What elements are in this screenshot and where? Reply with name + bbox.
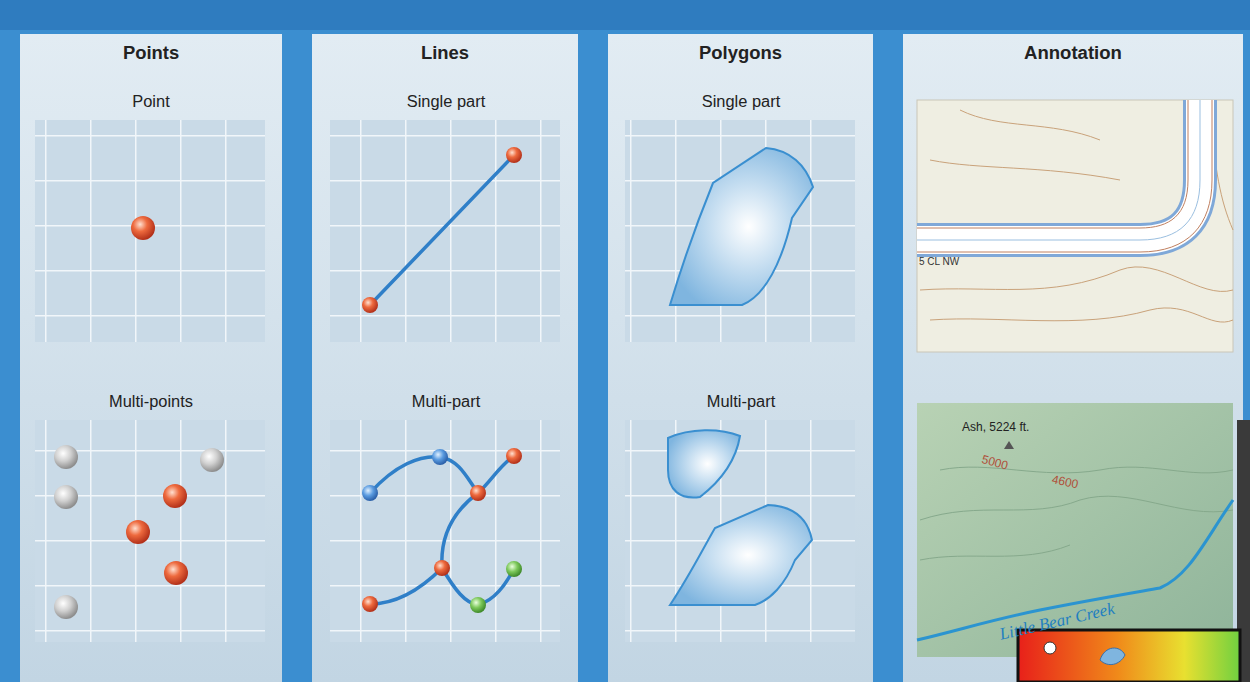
grids-rect (625, 120, 855, 342)
line-vertices-circle (470, 485, 486, 501)
point-symbols-circle (54, 485, 78, 509)
sub-heading: Single part (625, 92, 857, 111)
point-symbols-circle (54, 445, 78, 469)
sub-heading: Multi-points (35, 392, 267, 411)
point-symbols-circle (163, 484, 187, 508)
panel-heading: Lines (312, 42, 578, 64)
line-symbols-path (370, 493, 478, 604)
contour-label: 4600 (1051, 472, 1080, 491)
point-symbols-circle (164, 561, 188, 585)
panel-heading: Annotation (903, 42, 1243, 64)
sub-heading: Point (35, 92, 267, 111)
topo-map-g-path (920, 267, 1233, 292)
sub-heading: Multi-part (625, 392, 857, 411)
line-vertices-circle (470, 597, 486, 613)
point-symbols (54, 216, 224, 619)
sub-panel: Single part (330, 92, 562, 344)
topo-map-path (917, 100, 1200, 240)
sub-panel: Multi-part (625, 392, 857, 644)
grids-rect (35, 120, 265, 342)
point-symbols-circle (200, 448, 224, 472)
topo-map (917, 100, 1233, 352)
contour-label: 5000 (980, 452, 1009, 472)
polygon-symbols-path (668, 430, 740, 497)
sub-panel: Multi-points (35, 392, 267, 644)
panel: PolygonsSingle partMulti-part (608, 34, 873, 682)
line-symbols-path (370, 155, 514, 305)
point-symbols-circle (126, 520, 150, 544)
grids-rect (35, 420, 265, 642)
terrain-map (917, 403, 1233, 657)
line-vertices-circle (362, 596, 378, 612)
panel-heading: Polygons (608, 42, 873, 64)
point-symbols-circle (54, 595, 78, 619)
line-symbols (370, 155, 514, 605)
panel: Annotation (903, 34, 1243, 682)
topo-map-g-path (960, 110, 1100, 140)
line-vertices-circle (362, 297, 378, 313)
line-vertices-circle (506, 448, 522, 464)
polygon-symbols-path (670, 505, 812, 605)
inset-map (1018, 420, 1250, 682)
line-vertices-circle (506, 147, 522, 163)
sub-panel: Point (35, 92, 267, 344)
terrain-map-g-path (920, 545, 1070, 560)
sub-panel: Multi-part (330, 392, 562, 644)
line-vertices-circle (362, 485, 378, 501)
polygon-symbols-path (670, 148, 813, 305)
topo-map-path (917, 100, 1188, 228)
panels-rect (20, 34, 282, 682)
panels-rect (903, 34, 1243, 682)
topo-map-path (917, 100, 1200, 240)
topo-map-path (917, 100, 1212, 252)
line-vertices (362, 147, 522, 613)
polygon-symbols (668, 148, 813, 605)
terrain-map-rect (917, 403, 1233, 657)
topo-map-rect (917, 100, 1233, 352)
line-vertices-circle (434, 560, 450, 576)
terrain-map-g-path (920, 496, 1233, 520)
topo-map-g-path (930, 308, 1233, 322)
grids-rect (330, 120, 560, 342)
terrain-map-path (1004, 441, 1014, 449)
panel: PointsPointMulti-points (20, 34, 282, 682)
top-band (0, 0, 1250, 30)
grids-rect (625, 420, 855, 642)
road-label: 5 CL NW (919, 256, 959, 267)
panels-rect (608, 34, 873, 682)
peak-label: Ash, 5224 ft. (962, 420, 1029, 434)
sub-heading: Single part (330, 92, 562, 111)
inset-map-path (1100, 648, 1125, 665)
panels (20, 34, 1243, 682)
panel-heading: Points (20, 42, 282, 64)
panel: LinesSingle partMulti-part (312, 34, 578, 682)
sub-heading: Multi-part (330, 392, 562, 411)
topo-map-g-path (930, 160, 1120, 180)
terrain-map-g (920, 467, 1233, 560)
sub-panel: Single part (625, 92, 857, 344)
grids (35, 120, 855, 642)
river-label: Little Bear Creek (998, 599, 1117, 645)
line-vertices-circle (432, 449, 448, 465)
topo-map-path (917, 100, 1200, 240)
inset-map-circle (1044, 642, 1056, 654)
grids-rect (330, 420, 560, 642)
terrain-map-g-path (940, 467, 1233, 473)
point-symbols-circle (131, 216, 155, 240)
inset-map-rect (1018, 630, 1240, 682)
panels-rect (312, 34, 578, 682)
line-vertices-circle (506, 561, 522, 577)
